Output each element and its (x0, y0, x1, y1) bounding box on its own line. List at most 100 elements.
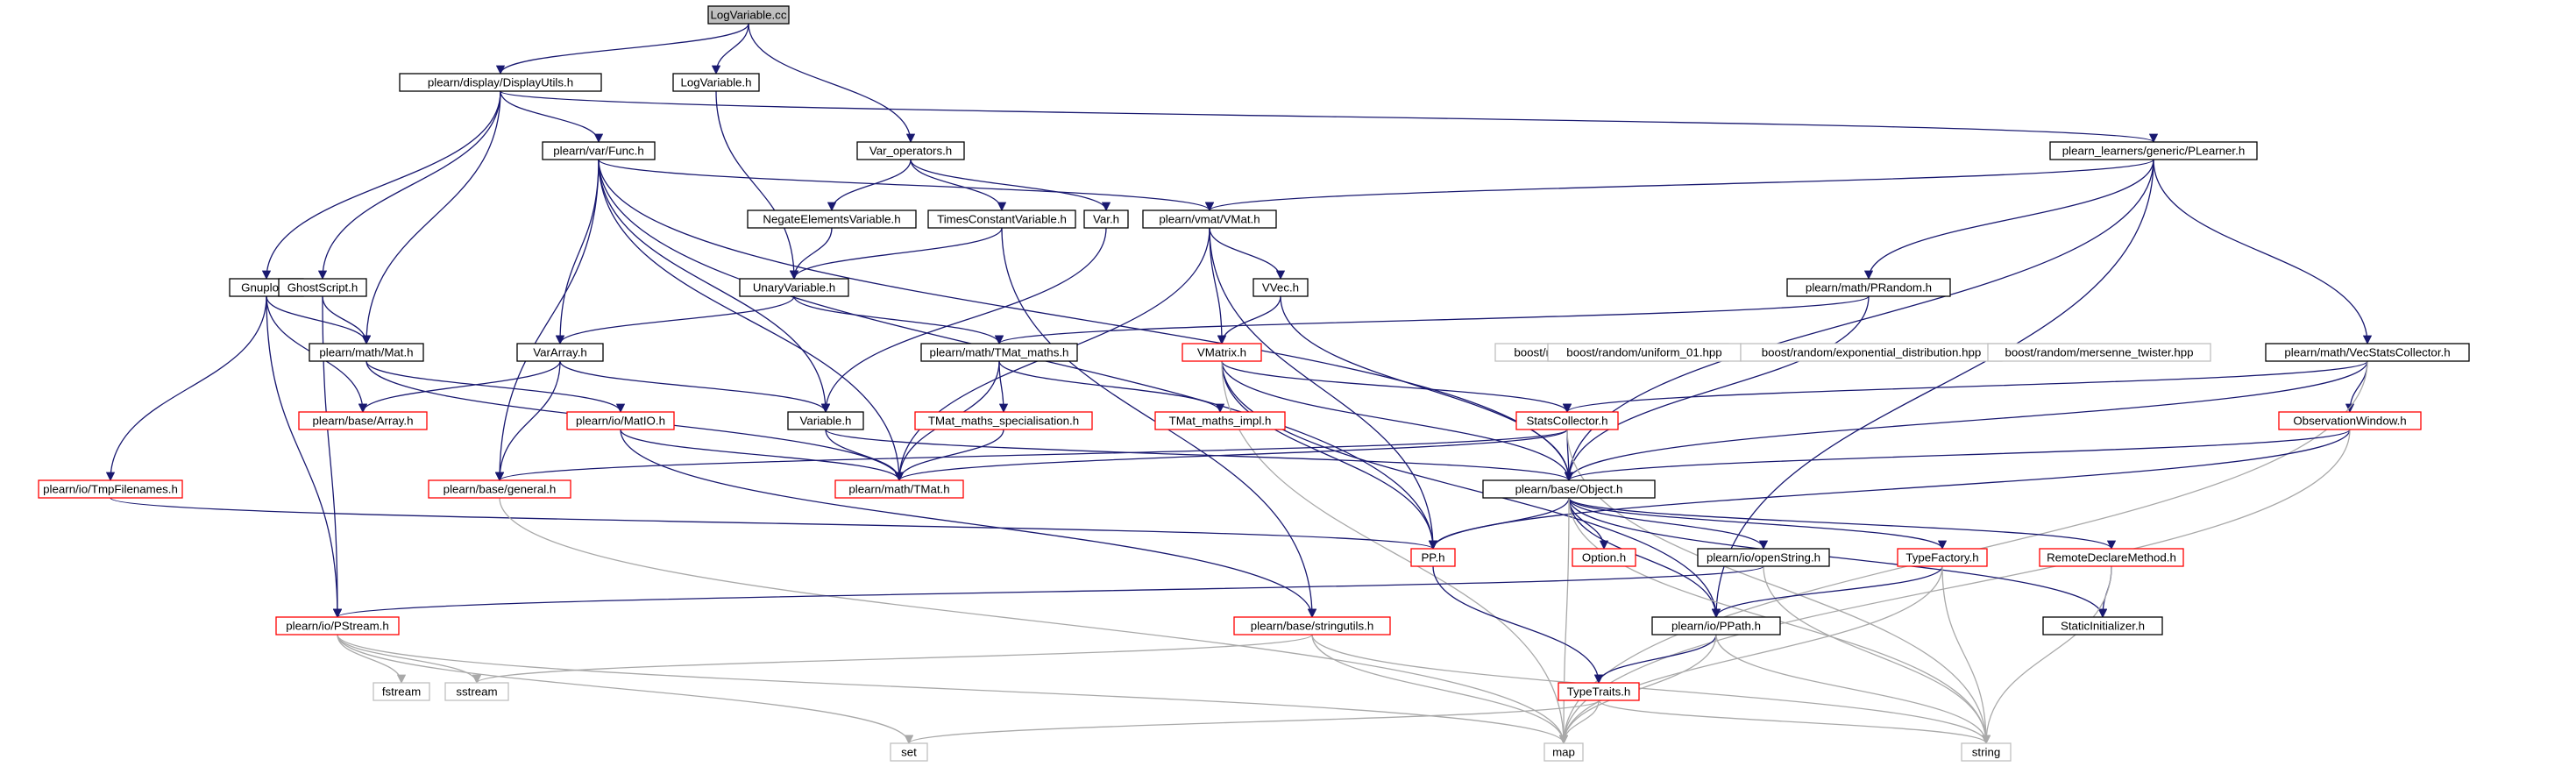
node-tmat-box (834, 479, 964, 499)
node-vecstats[interactable]: plearn/math/VecStatsCollector.h (2265, 343, 2470, 362)
node-variableh[interactable]: Variable.h (787, 411, 864, 430)
edge-vecstats-to-statscollector (1563, 360, 2368, 414)
node-vararray[interactable]: VarArray.h (516, 343, 604, 362)
node-pph[interactable]: PP.h (1410, 548, 1456, 567)
edge-plearner-to-vecstats (2153, 159, 2373, 345)
node-vecstats-label: plearn/math/VecStatsCollector.h (2284, 346, 2450, 359)
edge-unary-to-vararray (555, 295, 795, 345)
node-vmatrix[interactable]: VMatrix.h (1182, 343, 1262, 362)
node-staticinit-label: StaticInitializer.h (2061, 620, 2145, 633)
node-array-box (298, 411, 428, 430)
edge-object-to-ppath (1568, 497, 1721, 619)
node-logvarh[interactable]: LogVariable.h (672, 73, 760, 92)
edge-root-to-displayutils (495, 23, 749, 75)
node-matio[interactable]: plearn/io/MatIO.h (566, 411, 675, 430)
edge-typefactory-to-ppath (1711, 565, 1943, 619)
node-expdist: boost/random/exponential_distribution.hp… (1740, 343, 2003, 362)
edge-prandom-to-object (1564, 295, 1870, 482)
node-obswindow[interactable]: ObservationWindow.h (2278, 411, 2422, 430)
node-plearner[interactable]: plearn_learners/generic/PLearner.h (2049, 141, 2258, 160)
node-stringutils-box (1233, 616, 1391, 635)
node-ppath[interactable]: plearn/io/PPath.h (1651, 616, 1781, 635)
edge-vmat-to-pph (1209, 227, 1438, 550)
node-ppath-box (1651, 616, 1781, 635)
node-vmat[interactable]: plearn/vmat/VMat.h (1142, 209, 1277, 229)
node-openstring[interactable]: plearn/io/openString.h (1697, 548, 1830, 567)
node-vmat-label: plearn/vmat/VMat.h (1159, 213, 1260, 226)
node-typetraits-label: TypeTraits.h (1567, 685, 1631, 699)
node-sstream-box (444, 682, 509, 701)
node-varh-label: Var.h (1093, 213, 1119, 226)
node-plearner-box (2049, 141, 2258, 160)
edge-object-to-openstring (1568, 497, 1769, 550)
node-tmpfilenames-box (38, 479, 183, 499)
edge-gnuplot-to-tmpfilenames (105, 295, 267, 482)
node-general-label: plearn/base/general.h (444, 483, 557, 496)
node-func[interactable]: plearn/var/Func.h (542, 141, 656, 160)
node-fstream-box (373, 682, 430, 701)
node-mat[interactable]: plearn/math/Mat.h (309, 343, 424, 362)
node-plearner-label: plearn_learners/generic/PLearner.h (2062, 145, 2245, 158)
node-remotedeclare[interactable]: RemoteDeclareMethod.h (2039, 548, 2184, 567)
edge-func-to-object (598, 159, 1574, 482)
edge-ppath-to-typetraits (1593, 634, 1717, 685)
node-expdist-label: boost/random/exponential_distribution.hp… (1762, 346, 1982, 359)
node-pstream[interactable]: plearn/io/PStream.h (275, 616, 400, 635)
node-tmatmaths[interactable]: plearn/math/TMat_maths.h (920, 343, 1078, 362)
edge-statscollector-to-tmat (895, 429, 1568, 482)
node-typefactory-box (1897, 548, 1988, 567)
edge-typetraits-to-string (1598, 699, 1991, 745)
edge-tmatmaths-to-tmatimpl (998, 360, 1225, 414)
node-varops-box (856, 141, 965, 160)
node-ghostscript[interactable]: GhostScript.h (278, 278, 367, 297)
edge-openstring-to-pstream (333, 565, 1764, 619)
node-object[interactable]: plearn/base/Object.h (1482, 479, 1656, 499)
edge-general-to-map (499, 497, 1569, 745)
node-general[interactable]: plearn/base/general.h (428, 479, 571, 499)
node-varh[interactable]: Var.h (1083, 209, 1129, 229)
node-root: LogVariable.cc (707, 5, 790, 25)
node-vmatrix-box (1182, 343, 1262, 362)
node-tmatimpl-box (1154, 411, 1286, 430)
node-map: map (1543, 742, 1584, 762)
node-mat-label: plearn/math/Mat.h (319, 346, 413, 359)
node-set-box (890, 742, 928, 762)
node-vararray-box (516, 343, 604, 362)
node-negate-label: NegateElementsVariable.h (763, 213, 900, 226)
node-displayutils[interactable]: plearn/display/DisplayUtils.h (399, 73, 602, 92)
edge-typefactory-to-map (1558, 565, 1943, 745)
node-ghostscript-box (278, 278, 367, 297)
node-negate-box (747, 209, 917, 229)
edge-object-to-pph (1428, 497, 1570, 550)
edge-varops-to-negate (827, 159, 912, 212)
node-unary[interactable]: UnaryVariable.h (739, 278, 849, 297)
node-stringutils[interactable]: plearn/base/stringutils.h (1233, 616, 1391, 635)
node-tmatimpl[interactable]: TMat_maths_impl.h (1154, 411, 1286, 430)
node-negate[interactable]: NegateElementsVariable.h (747, 209, 917, 229)
node-typetraits[interactable]: TypeTraits.h (1558, 682, 1640, 701)
node-tmatspec[interactable]: TMat_maths_specialisation.h (914, 411, 1093, 430)
node-object-box (1482, 479, 1656, 499)
node-timesconst[interactable]: TimesConstantVariable.h (927, 209, 1076, 229)
node-prandom[interactable]: plearn/math/PRandom.h (1786, 278, 1951, 297)
node-tmpfilenames[interactable]: plearn/io/TmpFilenames.h (38, 479, 183, 499)
edge-unary-to-tmatmaths (793, 295, 1004, 345)
node-staticinit[interactable]: StaticInitializer.h (2042, 616, 2163, 635)
node-openstring-label: plearn/io/openString.h (1707, 551, 1820, 564)
node-typefactory[interactable]: TypeFactory.h (1897, 548, 1988, 567)
node-func-box (542, 141, 656, 160)
node-array[interactable]: plearn/base/Array.h (298, 411, 428, 430)
node-option[interactable]: Option.h (1572, 548, 1636, 567)
node-varops[interactable]: Var_operators.h (856, 141, 965, 160)
node-pph-box (1410, 548, 1456, 567)
nodes-layer: LogVariable.cc plearn/display/DisplayUtil… (38, 5, 2470, 762)
edge-vmatrix-to-pph (1221, 360, 1438, 550)
node-mat-box (309, 343, 424, 362)
edge-tmpfilenames-to-pph (110, 497, 1437, 550)
node-tmat[interactable]: plearn/math/TMat.h (834, 479, 964, 499)
edge-tmatspec-to-tmat (894, 429, 1004, 482)
node-vvec[interactable]: VVec.h (1253, 278, 1309, 297)
edge-varops-to-timesconst (910, 159, 1007, 212)
edge-varh-to-variableh (820, 227, 1107, 414)
node-statscollector[interactable]: StatsCollector.h (1515, 411, 1619, 430)
